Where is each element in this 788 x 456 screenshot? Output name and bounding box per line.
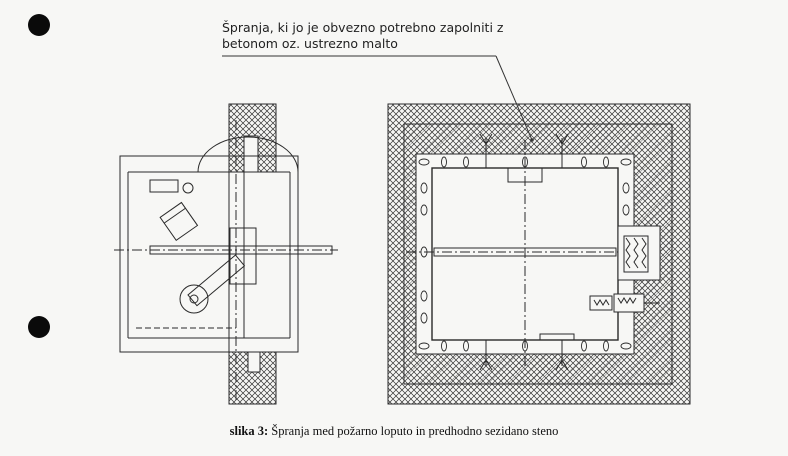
caption-text: Špranja med požarno loputo in predhodno … — [271, 424, 559, 438]
front-view — [387, 103, 691, 405]
frame-slots — [418, 156, 632, 352]
anchor-top-left — [479, 133, 493, 168]
anchor-bottom-left — [479, 340, 493, 371]
binder-hole-top — [28, 14, 50, 36]
anchor-bottom-right — [555, 340, 569, 371]
actuator-box — [617, 225, 661, 281]
side-section-view — [114, 103, 338, 405]
anchor-top-right — [555, 133, 569, 168]
gap-annotation: Špranja, ki jo je obvezno potrebno zapol… — [222, 20, 503, 52]
figure-caption: slika 3: Špranja med požarno loputo in p… — [0, 424, 788, 439]
annotation-line-1: Špranja, ki jo je obvezno potrebno zapol… — [222, 20, 504, 35]
thermal-trigger — [589, 295, 613, 311]
annotation-line-2: betonom oz. ustrezno malto — [222, 36, 398, 51]
caption-label: slika 3: — [229, 424, 269, 438]
binder-hole-bottom — [28, 316, 50, 338]
